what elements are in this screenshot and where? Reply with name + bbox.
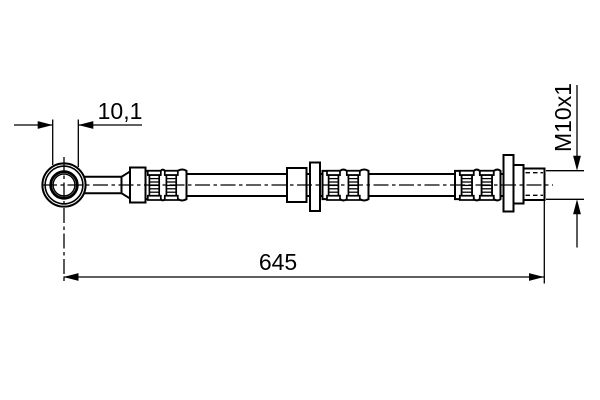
thread-stub (522, 167, 546, 201)
dimension-overall-length: 645 (63, 200, 545, 284)
dimension-arrow-icon (573, 155, 581, 171)
dimension-arrow-icon (573, 199, 581, 215)
dimension-thread-size: M10x1 (546, 83, 584, 248)
dim-thread-size-label: M10x1 (550, 83, 576, 152)
dimension-arrow-icon (63, 273, 79, 281)
dimension-arrow-icon (37, 121, 53, 129)
end-flange (502, 154, 515, 213)
hose-body (41, 154, 553, 284)
dimension-arrow-icon (529, 273, 544, 281)
mounting-bracket-plate (309, 161, 321, 212)
dimension-arrow-icon (78, 121, 94, 129)
dim-overall-length-label: 645 (259, 249, 297, 275)
crimp-sleeve-middle (321, 168, 370, 202)
end-collar (512, 164, 525, 205)
dimension-banjo-bore: 10,1 (14, 98, 142, 167)
dim-banjo-bore-label: 10,1 (98, 98, 143, 124)
threaded-end-fitting (502, 154, 546, 213)
